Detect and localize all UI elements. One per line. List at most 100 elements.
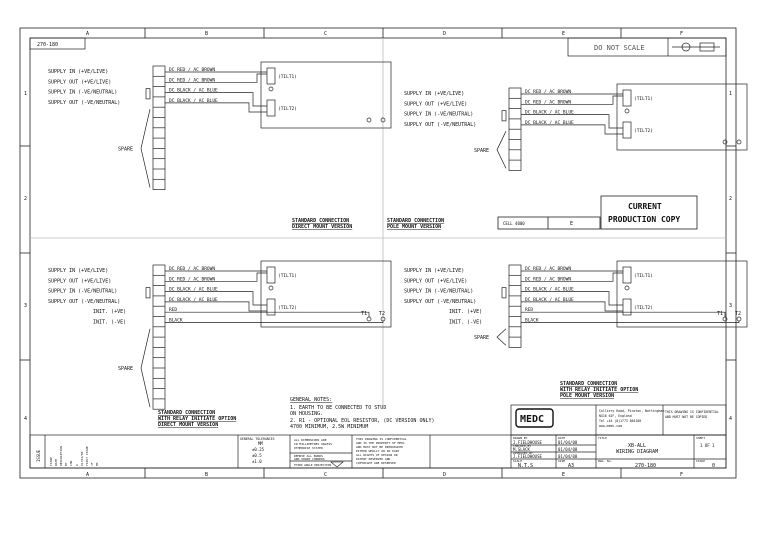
revision-col-3: BY xyxy=(64,462,68,466)
wire-label: DC BLACK / AC BLUE xyxy=(525,287,574,293)
border-col-f: F xyxy=(680,31,683,37)
revision-cell-4: MS xyxy=(95,462,99,466)
supply-label: SUPPLY IN (+VE/LIVE) xyxy=(48,69,108,75)
drawing-number-top: 270-180 xyxy=(37,42,58,48)
spare-bracket xyxy=(140,328,151,408)
wire-label: DC BLACK / AC BLUE xyxy=(525,110,574,116)
section-title: DIRECT MOUNT VERSION xyxy=(158,422,218,428)
scale-label: SCALE xyxy=(513,459,522,463)
company-note-2: AND MUST NOT BE COPIED xyxy=(665,415,707,419)
notes-line-1: 1. EARTH TO BE CONNECTED TO STUD xyxy=(290,405,386,411)
init-label-pos: INIT. (+VE) xyxy=(449,309,482,315)
approved-by: J.FIELDHOUSE xyxy=(513,454,542,459)
section-title: STANDARD CONNECTION xyxy=(560,381,617,387)
supply-label: SUPPLY IN (-VE/NEUTRAL) xyxy=(48,289,117,295)
t2-label: T2 xyxy=(735,311,741,317)
dwg-no-label: DWG. No. xyxy=(598,459,613,463)
checked-date: 01/04/08 xyxy=(558,447,578,452)
border-col-d: D xyxy=(443,31,446,37)
supply-label: SUPPLY OUT (+VE/LIVE) xyxy=(404,278,467,284)
supply-label: SUPPLY IN (-VE/NEUTRAL) xyxy=(404,112,473,118)
t1-label: T1 xyxy=(361,311,367,317)
revision-cell-0: 0 xyxy=(75,464,79,466)
company-address-3: Tel +44 (0)1773 864100 xyxy=(599,419,641,423)
wire-label: DC BLACK / AC BLUE xyxy=(169,88,218,94)
border-col-bottom-b: B xyxy=(205,472,208,478)
tilt-box xyxy=(616,260,748,328)
company-note-1: THIS DRAWING IS CONFIDENTIAL xyxy=(665,410,719,414)
border-col-a: A xyxy=(86,31,89,37)
wire-label-black: BLACK xyxy=(525,318,539,324)
eol-resistor-icon xyxy=(501,110,507,122)
section-title: POLE MOUNT VERSION xyxy=(560,393,614,399)
tolerance-3: ±1.0 xyxy=(252,459,262,464)
supply-label: SUPPLY IN (+VE/LIVE) xyxy=(404,91,464,97)
supply-label: SUPPLY IN (+VE/LIVE) xyxy=(404,268,464,274)
tilt-top-label: (TILT1) xyxy=(634,273,653,279)
issue-label: ISSUE xyxy=(696,459,705,463)
approved-label: APPROVED BY xyxy=(513,451,533,455)
spare-label: SPARE xyxy=(118,146,133,152)
spare-bracket xyxy=(496,328,507,346)
revision-cell-2: FIRST ISSUE xyxy=(85,446,89,466)
date-label: DATE xyxy=(558,436,565,440)
revision-cell-3: JF xyxy=(90,462,94,466)
wire-label: DC BLACK / AC BLUE xyxy=(525,297,574,303)
checked-by: M.SLACK xyxy=(513,447,530,452)
spare-bracket xyxy=(140,109,151,188)
section-title: STANDARD CONNECTION xyxy=(158,410,215,416)
revision-col-2: DESCRIPTION xyxy=(59,446,63,466)
tolerance-2: ±0.5 xyxy=(252,453,262,458)
wire-label: DC BLACK / AC BLUE xyxy=(169,287,218,293)
tilt-switch-bottom xyxy=(622,298,632,316)
wire-label: DC BLACK / AC BLUE xyxy=(169,98,218,104)
t2-label: T2 xyxy=(379,311,385,317)
supply-label: SUPPLY OUT (+VE/LIVE) xyxy=(48,79,111,85)
confidential-5: ALL RIGHTS OF DESIGN OR xyxy=(356,453,398,457)
dim-note-1: ALL DIMENSIONS ARE xyxy=(294,438,327,442)
supply-label: SUPPLY IN (-VE/NEUTRAL) xyxy=(404,289,473,295)
spare-label: SPARE xyxy=(474,335,489,341)
spare-bracket xyxy=(496,131,507,169)
tilt-switch-top xyxy=(622,266,632,284)
wire-label: DC RED / AC BROWN xyxy=(169,77,215,83)
tilt-switch-top xyxy=(266,266,276,284)
section-title: POLE MOUNT VERSION xyxy=(387,224,441,230)
company-address-1: Colliery Road, Pinxton, Nottingham xyxy=(599,409,664,413)
border-col-b: B xyxy=(205,31,208,37)
border-row-2: 2 xyxy=(24,196,27,202)
title-line-1: XB-ALL xyxy=(628,443,646,449)
tolerance-unit: MM xyxy=(258,441,263,446)
tilt-box xyxy=(260,260,392,328)
border-row-1: 1 xyxy=(24,91,27,97)
remove-note-1: REMOVE ALL BURRS xyxy=(294,454,323,458)
cell-box xyxy=(497,216,601,230)
title-label: TITLE xyxy=(598,436,607,440)
tolerance-title: GENERAL TOLERANCES xyxy=(240,437,275,441)
inner-frame xyxy=(29,37,727,469)
init-label-neg: INIT. (-VE) xyxy=(93,320,126,326)
cell-label: CELL 4000 xyxy=(503,221,525,226)
border-col-bottom-a: A xyxy=(86,472,89,478)
wire-label: DC RED / AC BROWN xyxy=(169,266,215,272)
wire-label: DC RED / AC BROWN xyxy=(525,99,571,105)
border-row-right-1: 1 xyxy=(729,91,732,97)
scale-value: N.T.S xyxy=(518,463,533,469)
dim-note-2: IN MILLIMETRES UNLESS xyxy=(294,442,332,446)
revision-col-4: CHK xyxy=(69,460,73,466)
confidential-3: AND MUST NOT BE REPRODUCED xyxy=(356,445,403,449)
tilt-top-label: (TILT1) xyxy=(634,96,653,102)
confidential-2: AND IS THE PROPERTY OF MEDC xyxy=(356,441,405,445)
wire-label: DC RED / AC BROWN xyxy=(525,89,571,95)
projection-note: THIRD ANGLE PROJECTION xyxy=(294,463,331,467)
title-line-2: WIRING DIAGRAM xyxy=(616,449,658,455)
remove-note-2: AND SHARP CORNERS xyxy=(294,457,325,461)
revision-col-1: DATE xyxy=(54,459,58,466)
supply-label: SUPPLY OUT (-VE/NEUTRAL) xyxy=(404,299,476,305)
border-col-bottom-c: C xyxy=(324,472,327,478)
spare-label: SPARE xyxy=(474,148,489,154)
border-row-right-3: 3 xyxy=(729,303,732,309)
revision-header: ISSUE xyxy=(36,449,41,462)
issue-value: 0 xyxy=(712,463,715,469)
do-not-scale-label: DO NOT SCALE xyxy=(594,44,645,52)
